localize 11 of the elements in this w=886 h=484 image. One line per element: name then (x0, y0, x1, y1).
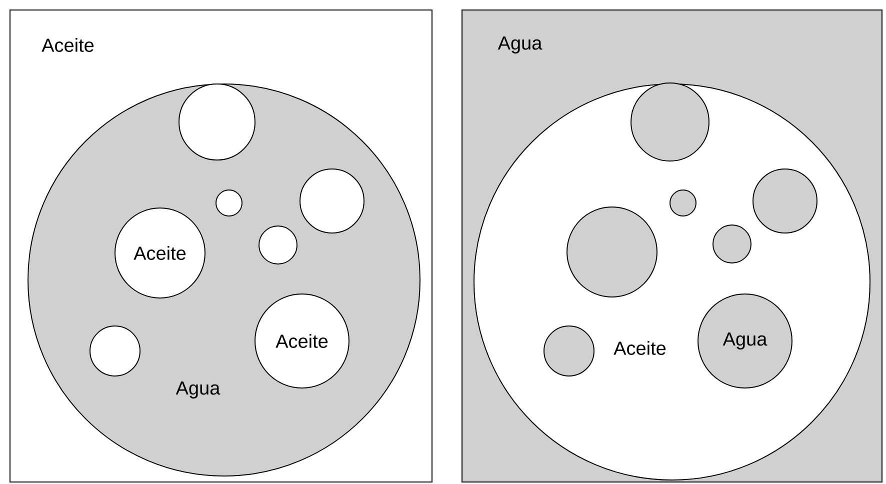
circle (712, 224, 752, 264)
circle (544, 325, 594, 376)
circle (752, 168, 818, 234)
circle (90, 325, 140, 376)
circle (258, 226, 298, 264)
circle (178, 84, 256, 160)
circle (216, 190, 242, 216)
circle (300, 168, 364, 234)
circle (670, 190, 696, 216)
circle (630, 82, 710, 162)
circle (566, 206, 658, 298)
